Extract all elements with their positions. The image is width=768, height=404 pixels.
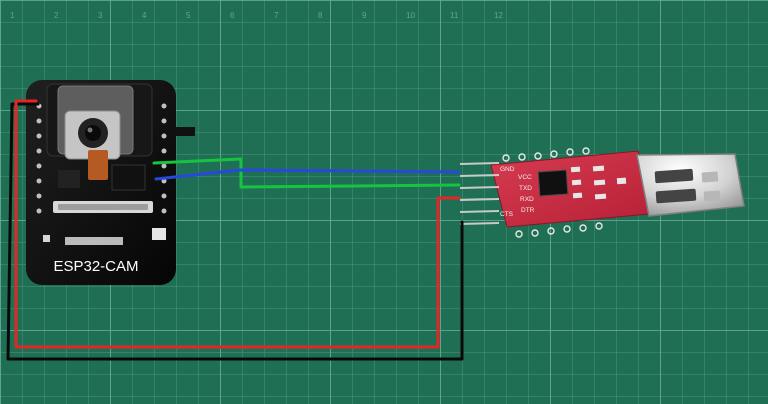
board-label: ESP32-CAM: [53, 258, 138, 275]
svg-text:1: 1: [10, 11, 15, 20]
adapter-components: [570, 165, 627, 200]
adapter-header-pins: [459, 162, 500, 225]
svg-text:8: 8: [318, 11, 323, 20]
svg-text:DTR: DTR: [521, 207, 535, 214]
svg-text:3: 3: [98, 11, 103, 20]
red-wire: [14, 99, 461, 349]
svg-text:11: 11: [450, 11, 459, 20]
svg-text:4: 4: [142, 11, 147, 20]
wire-connections: [6, 99, 464, 361]
usb-connector-icon: [636, 153, 745, 217]
usb-adapter-body: [490, 150, 661, 228]
svg-text:12: 12: [494, 11, 503, 20]
black-wire: [6, 102, 464, 361]
flash-led-icon: [152, 228, 166, 240]
svg-text:10: 10: [406, 11, 415, 20]
adapter-labels: GND CTS VCC TXD RXD DTR: [500, 166, 535, 218]
svg-text:9: 9: [362, 11, 367, 20]
svg-text:7: 7: [274, 11, 279, 20]
blue-wire: [154, 168, 461, 181]
svg-text:6: 6: [230, 11, 235, 20]
svg-text:CTS: CTS: [500, 211, 514, 218]
green-wire: [152, 157, 461, 189]
svg-text:2: 2: [54, 11, 59, 20]
esp32-cam-board: ESP32-CAM: [26, 80, 195, 285]
esp32-side-connector: [176, 127, 195, 136]
svg-text:VCC: VCC: [518, 174, 532, 181]
usb-chip-icon: [537, 169, 569, 197]
svg-text:5: 5: [186, 11, 191, 20]
svg-text:TXD: TXD: [519, 185, 532, 192]
adapter-pin-holes: [502, 147, 603, 238]
usb-ttl-adapter: GND CTS VCC TXD RXD DTR: [459, 147, 745, 238]
svg-text:RXD: RXD: [520, 196, 534, 203]
svg-text:GND: GND: [500, 166, 515, 173]
